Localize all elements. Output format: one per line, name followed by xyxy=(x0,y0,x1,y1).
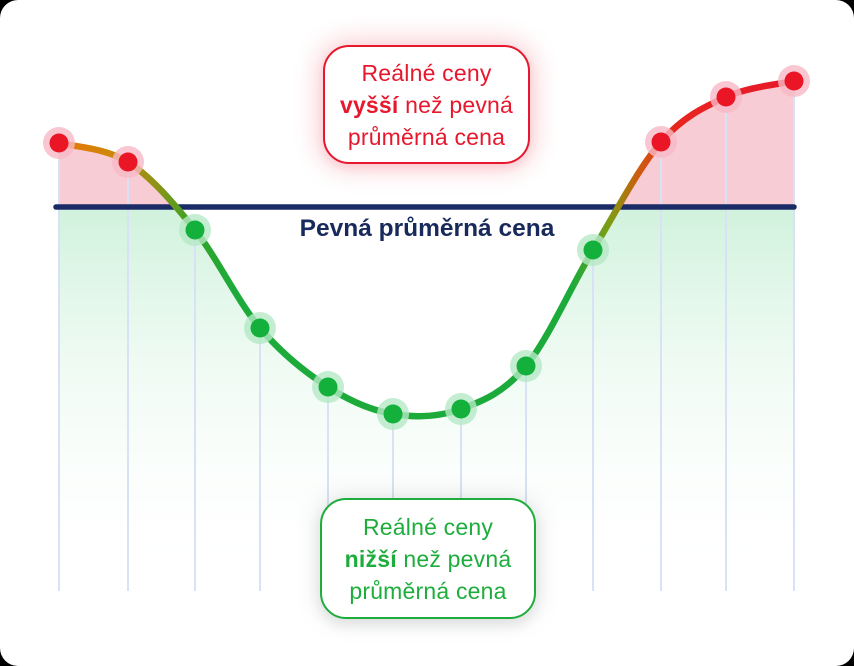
data-point-above-average xyxy=(118,152,138,172)
data-point-below-average xyxy=(583,240,603,260)
data-point-below-average xyxy=(185,220,205,240)
data-point-above-average xyxy=(651,132,671,152)
callout-higher-line3: průměrná cena xyxy=(347,123,506,150)
data-point-below-average xyxy=(451,399,471,419)
callout-higher-line1: Reálné ceny xyxy=(361,59,492,86)
data-point-below-average xyxy=(250,318,270,338)
callout-lower-prices: Reálné ceny nižší než pevná průměrná cen… xyxy=(320,498,536,619)
average-price-label: Pevná průměrná cena xyxy=(299,215,555,242)
callout-higher-prices: Reálné ceny vyšší než pevná průměrná cen… xyxy=(323,45,530,164)
data-point-below-average xyxy=(318,377,338,397)
callout-lower-line3: průměrná cena xyxy=(349,577,507,604)
callout-lower-line2: nižší než pevná xyxy=(344,545,512,572)
callout-lower-line1: Reálné ceny xyxy=(362,513,494,540)
area-above-average xyxy=(59,81,794,207)
callout-higher-line2: vyšší než pevná xyxy=(339,91,514,118)
data-point-below-average xyxy=(383,404,403,424)
data-point-below-average xyxy=(516,356,536,376)
data-point-above-average xyxy=(716,87,736,107)
data-point-above-average xyxy=(784,71,804,91)
data-point-above-average xyxy=(49,133,69,153)
